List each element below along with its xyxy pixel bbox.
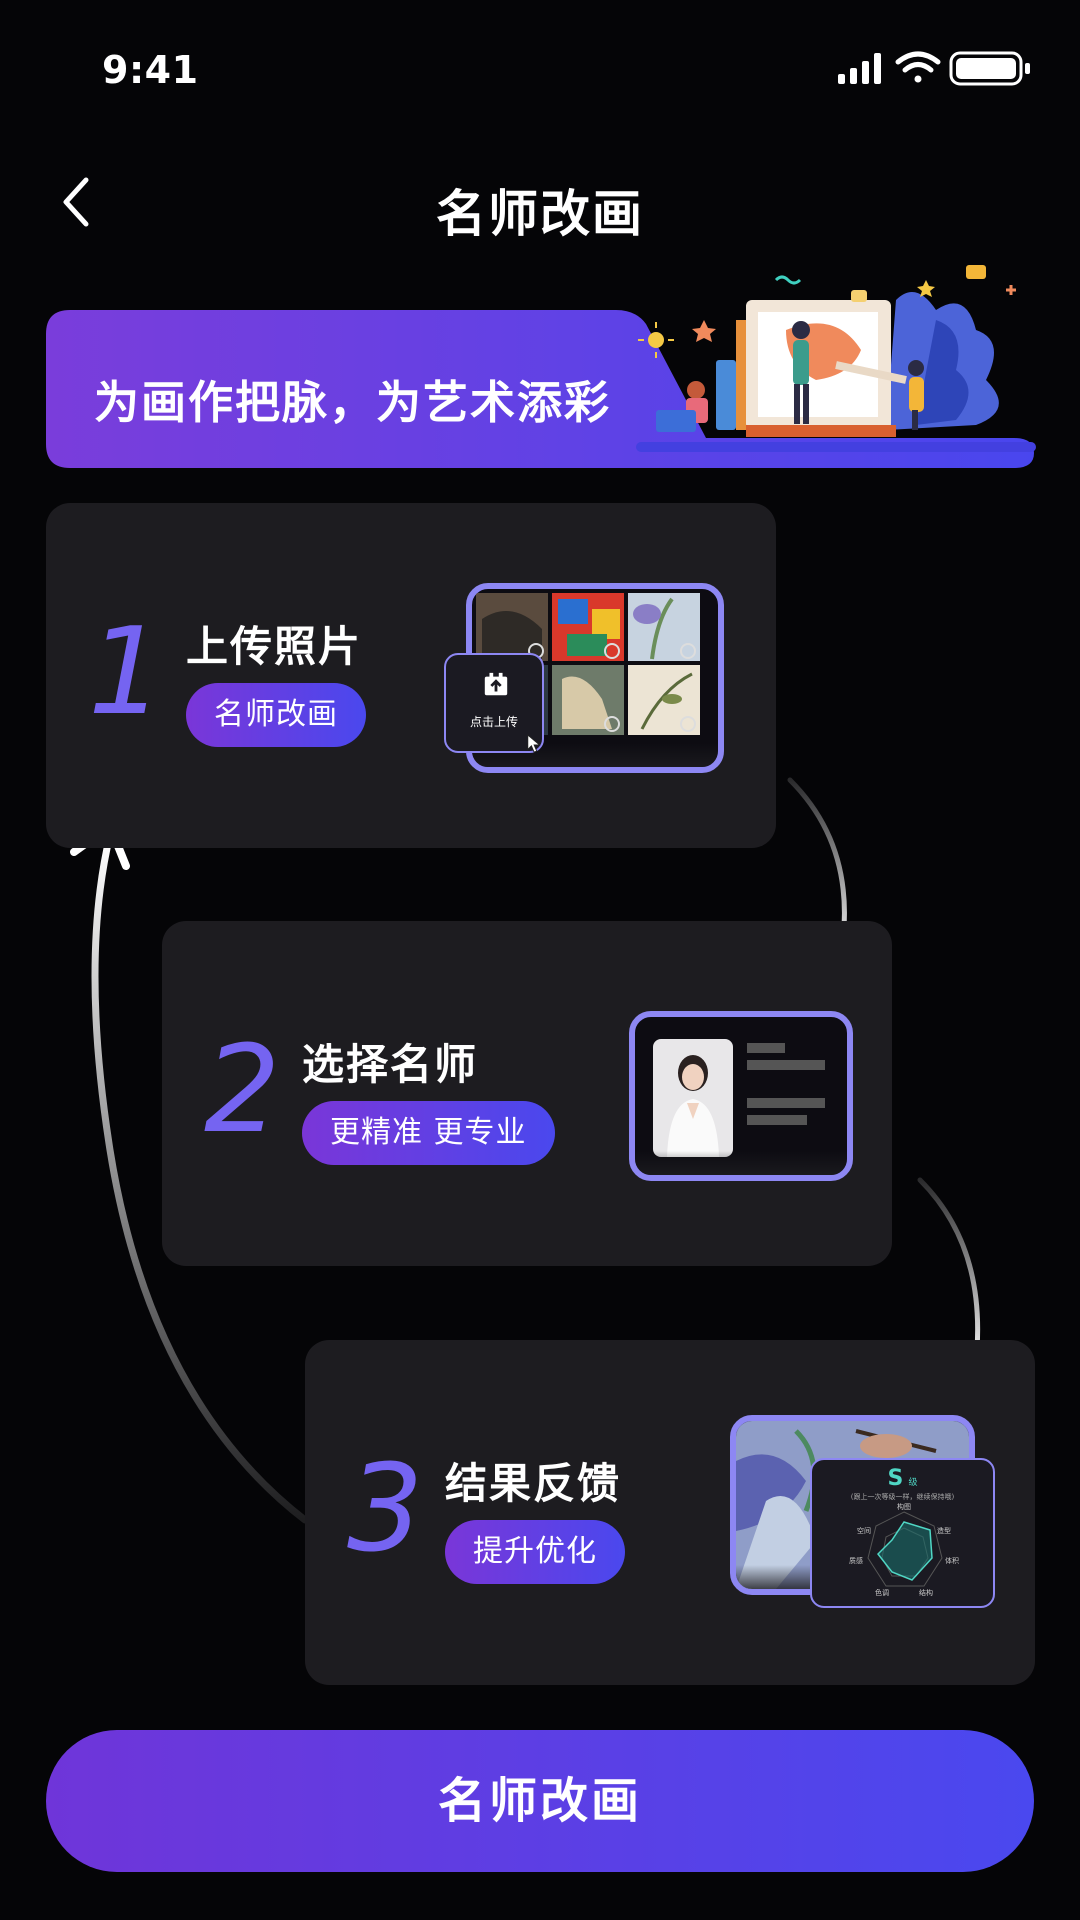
step-card-upload[interactable]: 1 上传照片 名师改画 <box>46 503 776 848</box>
primary-cta-button[interactable]: 名师改画 <box>46 1730 1034 1872</box>
status-time: 9:41 <box>102 48 199 92</box>
artist-illustration <box>636 265 1036 452</box>
fade-overlay <box>635 1151 847 1175</box>
banner-slogan: 为画作把脉，为艺术添彩 <box>94 376 612 429</box>
step-number: 2 <box>204 1021 281 1160</box>
radar-label: 色调 <box>875 1589 889 1597</box>
step-card-select-teacher[interactable]: 2 选择名师 更精准 更专业 <box>162 921 892 1266</box>
step-title: 上传照片 <box>186 622 363 671</box>
radar-label: 空间 <box>857 1527 871 1535</box>
nav-bar: 名师改画 <box>0 160 1080 250</box>
banner: 为画作把脉，为艺术添彩 <box>46 265 1036 468</box>
teacher-profile-preview <box>629 1011 853 1181</box>
banner-background <box>46 310 1034 468</box>
radar-label: 结构 <box>919 1589 933 1597</box>
upload-label: 点击上传 <box>469 715 518 729</box>
radar-label: 造型 <box>937 1527 951 1535</box>
grade-note: (跟上一次等级一样，继续保持哦) <box>850 1493 955 1501</box>
step-number: 3 <box>347 1440 424 1579</box>
grade-suffix: 级 <box>908 1478 918 1488</box>
step-card-feedback[interactable]: 3 结果反馈 提升优化 S 级 (跟上一次等级一样，继续保持哦) 构图 造型 体… <box>305 1340 1035 1685</box>
step-title: 结果反馈 <box>445 1459 622 1508</box>
step-tag-button[interactable]: 更精准 更专业 <box>302 1101 555 1165</box>
signal-icon <box>838 53 881 84</box>
teacher-avatar <box>653 1039 733 1157</box>
radar-label: 构图 <box>897 1503 911 1511</box>
cursor-icon <box>527 734 541 753</box>
profile-text-lines <box>747 1043 829 1125</box>
step-title: 选择名师 <box>302 1040 479 1089</box>
step-tag-button[interactable]: 提升优化 <box>445 1520 625 1584</box>
upload-icon <box>484 672 508 696</box>
radar-label: 体积 <box>945 1557 959 1565</box>
radar-chart <box>867 1511 943 1587</box>
back-button[interactable] <box>52 172 112 232</box>
upload-button[interactable]: 点击上传 <box>444 653 544 753</box>
radar-label: 质感 <box>849 1557 863 1565</box>
battery-icon <box>949 51 1030 86</box>
wifi-icon <box>895 51 941 83</box>
grade-value: S <box>887 1466 904 1491</box>
page-title: 名师改画 <box>436 185 644 243</box>
status-icons <box>838 51 1030 86</box>
chevron-left-icon <box>63 177 89 227</box>
evaluation-result-card: S 级 (跟上一次等级一样，继续保持哦) 构图 造型 体积 结构 色调 质感 空… <box>810 1458 995 1608</box>
status-bar: 9:41 <box>0 0 1080 140</box>
step-number: 1 <box>88 603 165 742</box>
step-tag-button[interactable]: 名师改画 <box>186 683 366 747</box>
